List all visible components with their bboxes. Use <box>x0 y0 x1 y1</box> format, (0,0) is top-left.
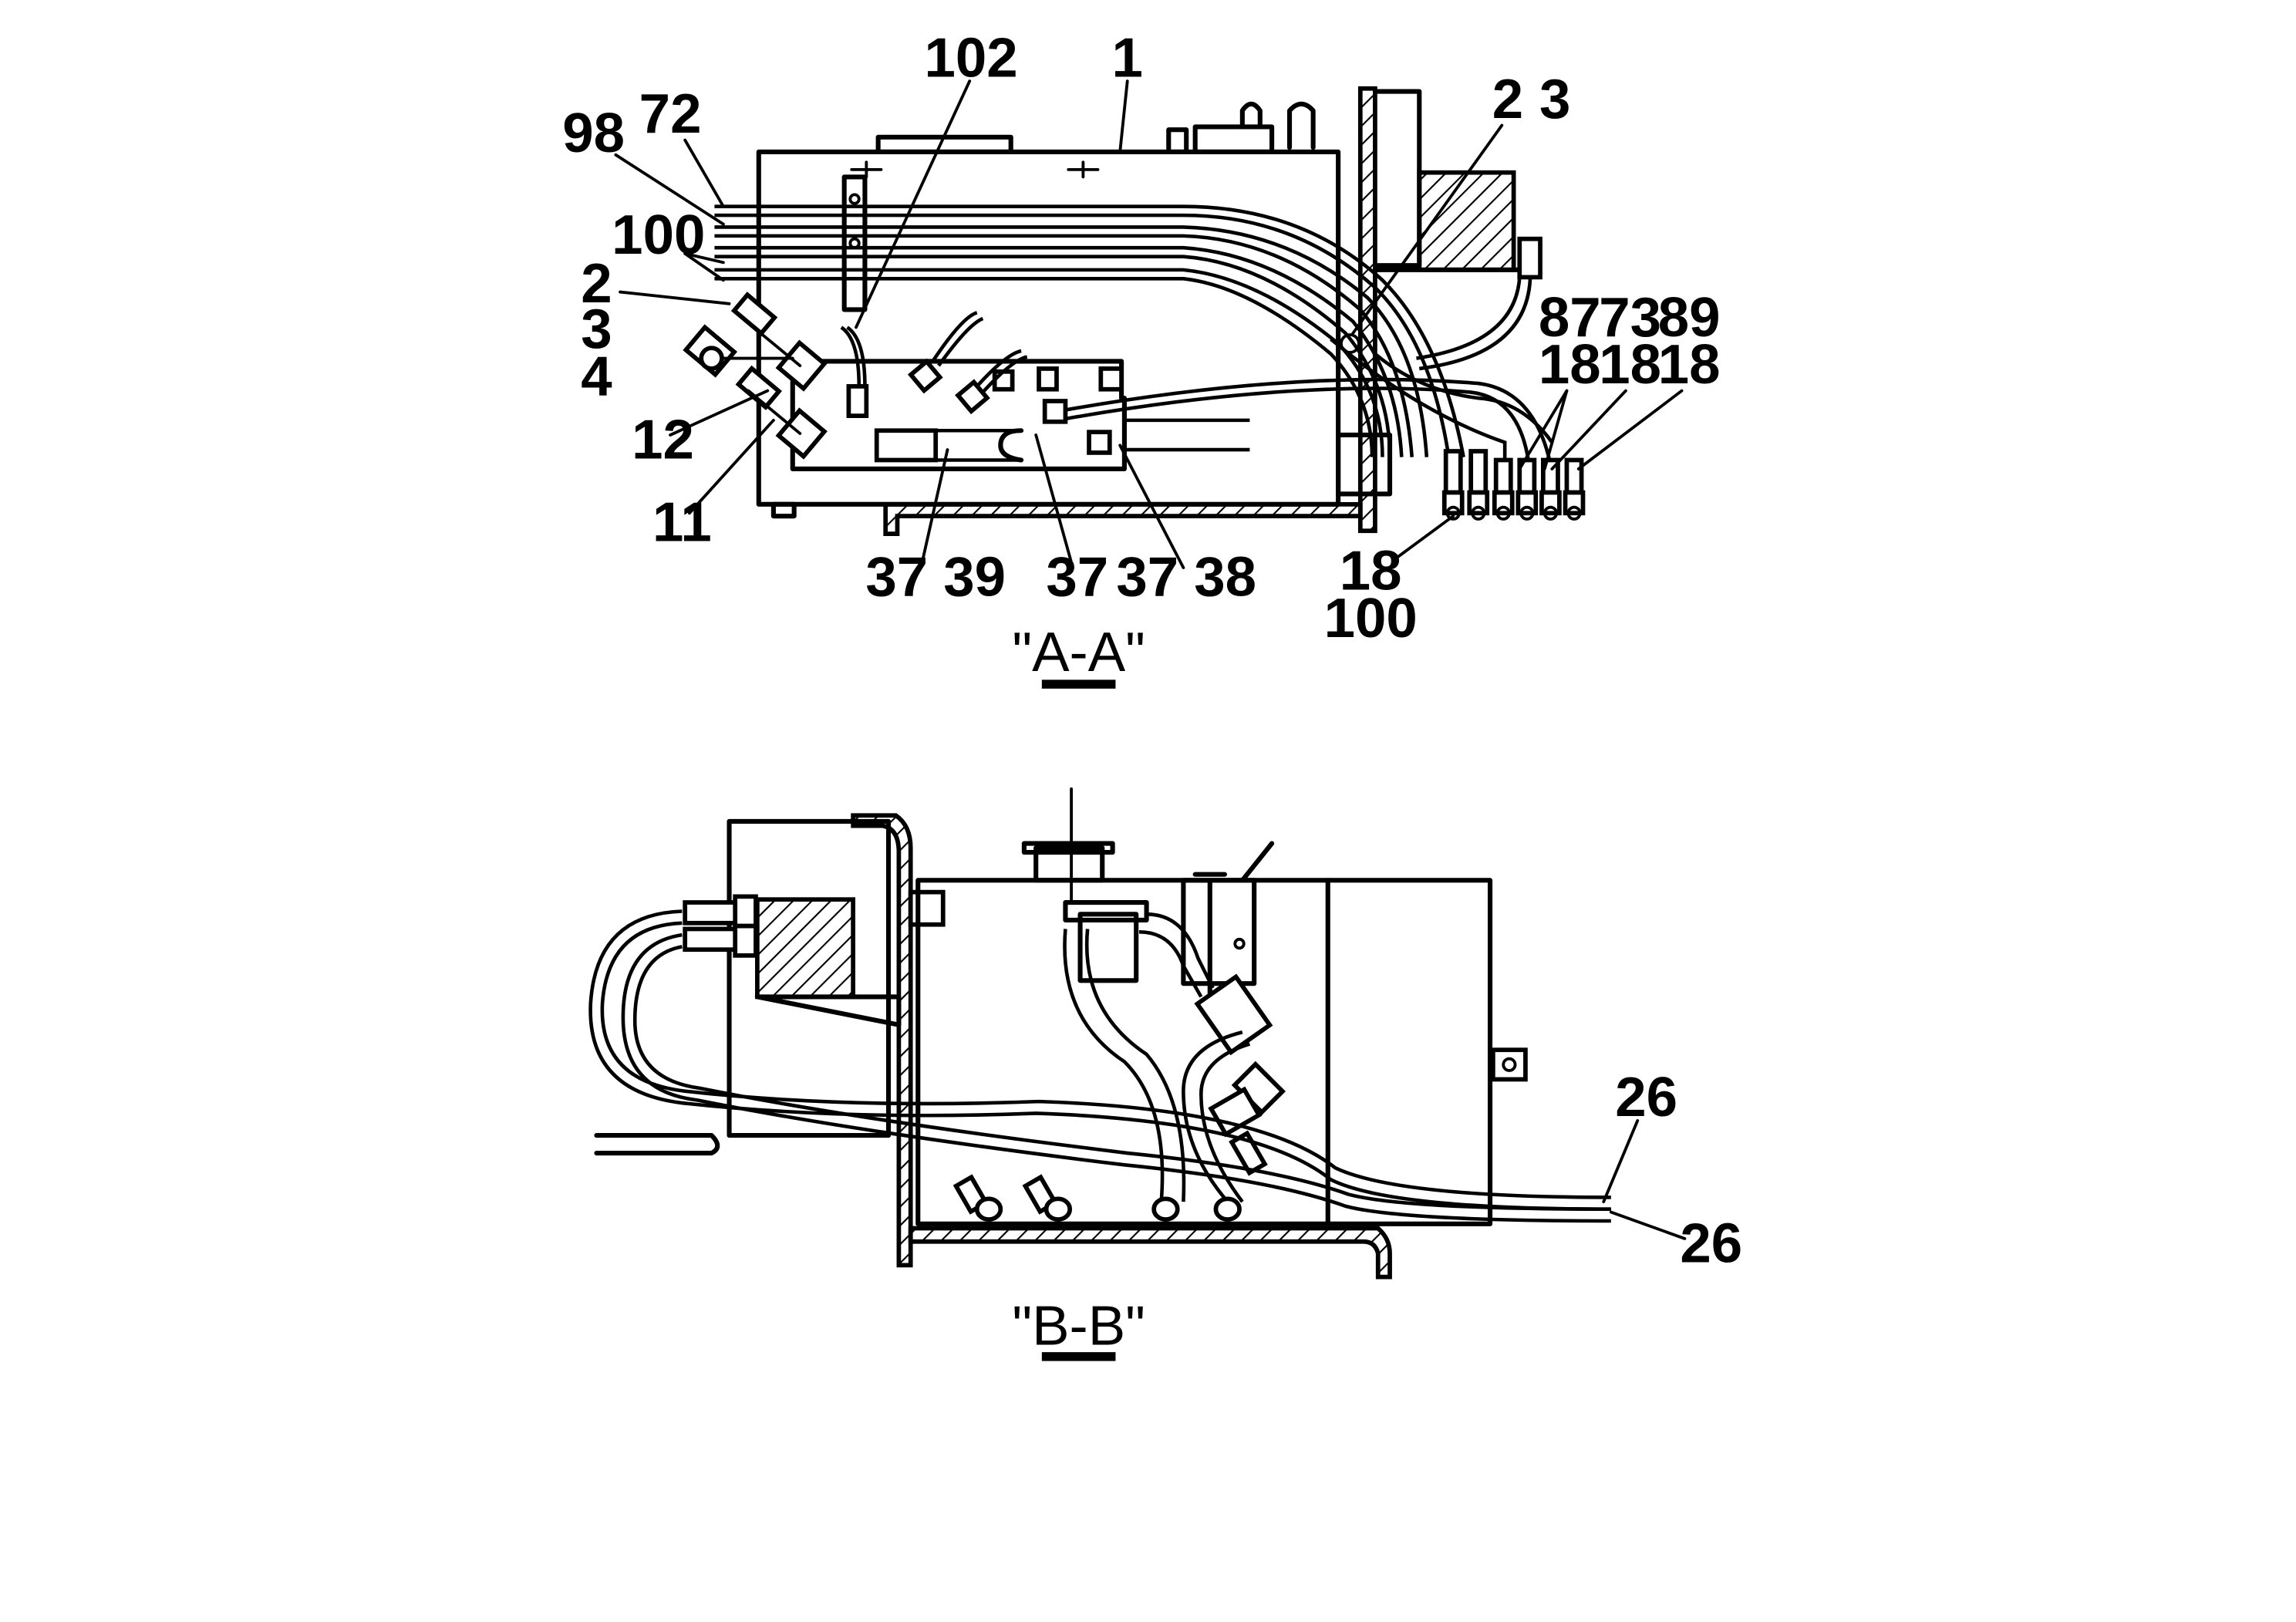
fitting-a1 <box>846 384 869 419</box>
port-a4 <box>1087 430 1112 455</box>
tab-b-left <box>908 889 946 927</box>
grommet-a <box>1340 333 1360 354</box>
hose-nut-b-2 <box>733 923 758 958</box>
callout-18-a: 18 <box>1539 333 1601 396</box>
valve-knob-left <box>699 346 724 371</box>
callout-18-b: 18 <box>1599 333 1661 396</box>
callout-37: 37 <box>1046 545 1108 608</box>
cartridge-a <box>874 428 939 463</box>
filler-tube-b <box>1286 101 1316 150</box>
callout-26-bottom: 26 <box>1680 1212 1742 1275</box>
hose-upper-b <box>976 349 1028 394</box>
clamp-block-b <box>755 897 856 1000</box>
callout-18-bottom: 18 <box>1340 540 1402 602</box>
callout-11: 11 <box>652 491 712 554</box>
drain-fittings-b <box>952 1174 1242 1222</box>
filler-neck-b <box>1033 845 1105 883</box>
hose-102 <box>840 325 867 386</box>
filter-head-b <box>1063 899 1149 923</box>
hose-upper-a <box>931 311 984 367</box>
fitting-a3 <box>955 379 990 415</box>
callout-4-left: 4 <box>581 345 612 407</box>
filler-cap-b <box>1021 841 1115 855</box>
base-foot-b <box>594 1133 720 1156</box>
callout-2-top: 2 <box>1492 68 1523 130</box>
view-caption-a-a: "A-A" <box>1012 621 1145 683</box>
floor-b <box>908 1226 1392 1280</box>
view-caption-a-a-underline <box>1041 679 1116 689</box>
hose-b-loop <box>1182 1030 1251 1203</box>
port-a1 <box>1037 366 1059 392</box>
callout-26-top: 26 <box>1615 1066 1677 1128</box>
right-wall-a <box>1357 86 1377 534</box>
hose-return-a <box>1124 418 1250 452</box>
top-plate-a <box>875 134 1013 154</box>
leader-26-bottom <box>1609 1210 1687 1240</box>
elbow-37 <box>998 428 1024 463</box>
drain-a <box>770 501 797 519</box>
fitting-a2 <box>907 358 943 394</box>
callout-37-39: 37 39 <box>865 545 1006 608</box>
view-caption-b-b: "B-B" <box>1012 1295 1145 1357</box>
tee-fitting-a <box>1517 236 1542 280</box>
filler-tube-a <box>1239 101 1263 130</box>
shelf-b <box>754 994 902 1027</box>
view-a-a: 102 1 2 3 72 98 100 2 3 4 12 11 87 73 89… <box>562 26 1721 689</box>
callout-18-c: 18 <box>1658 333 1721 396</box>
leader-lines-a <box>614 79 1684 569</box>
callout-87: 87 <box>1539 286 1601 349</box>
callout-73: 73 <box>1599 286 1661 349</box>
view-caption-b-b-underline <box>1041 1352 1116 1361</box>
port-a2 <box>1098 366 1124 392</box>
callout-100-bottom: 100 <box>1324 587 1418 649</box>
hose-nut-b-1 <box>733 894 758 929</box>
callout-37-38: 37 38 <box>1116 545 1256 608</box>
leader-26-top <box>1602 1119 1640 1204</box>
side-box-a <box>1336 432 1393 497</box>
callout-100-left: 100 <box>612 204 705 266</box>
valve-manifold <box>790 359 1127 472</box>
terminal-block-a <box>1192 124 1275 154</box>
callout-3-left: 3 <box>581 298 612 360</box>
hose-suction-a <box>936 428 1022 462</box>
callout-3-top: 3 <box>1539 68 1570 130</box>
wall-plate-a <box>1372 89 1422 268</box>
sensor-plate-b <box>1181 878 1257 986</box>
bracket-strip-a <box>841 174 868 312</box>
filter-canister-b <box>1194 973 1273 1056</box>
hose-loop-b <box>588 909 1611 1223</box>
tank-body-b <box>915 878 1493 1226</box>
callout-98: 98 <box>562 102 625 164</box>
breather-a <box>1166 127 1189 154</box>
hose-b-filter <box>1063 929 1186 1202</box>
callout-1: 1 <box>1112 26 1143 89</box>
bracket-panel-b <box>727 818 892 1138</box>
view-b-b: 26 26 "B-B" <box>588 787 1742 1361</box>
tab-b-right <box>1490 1047 1528 1082</box>
filter-housing-b <box>1077 912 1139 983</box>
callout-12: 12 <box>632 409 694 471</box>
hose-bundle-a <box>714 204 1554 473</box>
callout-72: 72 <box>639 83 702 145</box>
wall-b <box>851 813 913 1268</box>
callout-102: 102 <box>924 26 1017 89</box>
fitting-row-a <box>1441 449 1586 521</box>
callout-89: 89 <box>1658 286 1721 349</box>
hose-b-return <box>1138 912 1215 998</box>
floor-a <box>883 501 1363 536</box>
fitting-a4 <box>992 369 1015 392</box>
port-a3 <box>1042 399 1068 424</box>
callout-2-left: 2 <box>581 252 612 315</box>
